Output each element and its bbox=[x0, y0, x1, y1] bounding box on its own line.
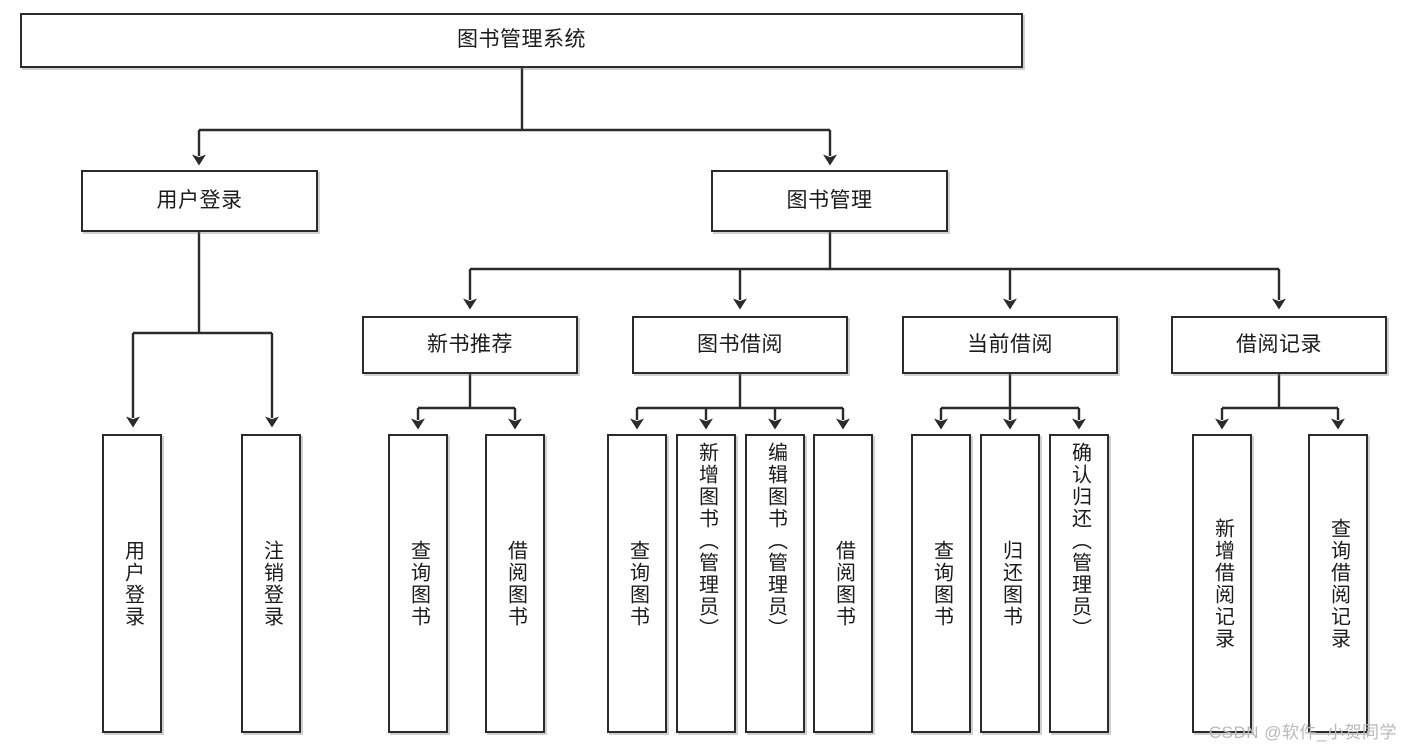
node-label: 注销登录 bbox=[260, 539, 283, 628]
node-leaf-user-login[interactable]: 用户登录 bbox=[102, 434, 162, 733]
node-borrow-record[interactable]: 借阅记录 bbox=[1171, 316, 1387, 374]
node-book-management[interactable]: 图书管理 bbox=[711, 170, 948, 232]
node-label: 借阅记录 bbox=[1236, 332, 1322, 356]
node-label: 查询图书 bbox=[626, 539, 649, 628]
node-label: 新书推荐 bbox=[427, 332, 513, 356]
node-leaf-query-book-1[interactable]: 查询图书 bbox=[388, 434, 448, 733]
node-leaf-add-record[interactable]: 新增借阅记录 bbox=[1192, 434, 1252, 733]
node-label: 图书管理系统 bbox=[457, 28, 586, 52]
node-label: 当前借阅 bbox=[967, 332, 1053, 356]
node-current-borrow[interactable]: 当前借阅 bbox=[902, 316, 1118, 374]
node-new-book-recommend[interactable]: 新书推荐 bbox=[362, 316, 578, 374]
node-leaf-query-record[interactable]: 查询借阅记录 bbox=[1308, 434, 1368, 733]
node-leaf-edit-book[interactable]: 编辑图书（管理员） bbox=[745, 434, 805, 733]
node-leaf-query-book-3[interactable]: 查询图书 bbox=[911, 434, 971, 733]
node-label: 确认归还（管理员） bbox=[1068, 442, 1091, 640]
node-label: 查询图书 bbox=[930, 539, 953, 628]
node-leaf-borrow-book-1[interactable]: 借阅图书 bbox=[485, 434, 545, 733]
node-label: 图书管理 bbox=[786, 188, 873, 212]
node-label: 新增借阅记录 bbox=[1211, 517, 1234, 650]
node-leaf-confirm-return[interactable]: 确认归还（管理员） bbox=[1049, 434, 1109, 733]
node-book-borrow[interactable]: 图书借阅 bbox=[632, 316, 848, 374]
node-label: 新增图书（管理员） bbox=[695, 442, 718, 640]
node-user-login[interactable]: 用户登录 bbox=[81, 170, 318, 232]
node-leaf-user-logout[interactable]: 注销登录 bbox=[241, 434, 301, 733]
node-label: 借阅图书 bbox=[832, 539, 855, 628]
node-leaf-borrow-book-2[interactable]: 借阅图书 bbox=[813, 434, 873, 733]
node-label: 图书借阅 bbox=[697, 332, 783, 356]
node-label: 查询图书 bbox=[407, 539, 430, 628]
node-label: 用户登录 bbox=[156, 188, 243, 212]
node-root-system[interactable]: 图书管理系统 bbox=[20, 13, 1023, 68]
node-leaf-query-book-2[interactable]: 查询图书 bbox=[607, 434, 667, 733]
node-leaf-add-book[interactable]: 新增图书（管理员） bbox=[676, 434, 736, 733]
node-label: 查询借阅记录 bbox=[1327, 517, 1350, 650]
node-label: 归还图书 bbox=[999, 539, 1022, 628]
watermark-text: CSDN @软件_小贺同学 bbox=[1208, 723, 1397, 742]
node-label: 用户登录 bbox=[121, 539, 144, 628]
node-label: 借阅图书 bbox=[504, 539, 527, 628]
node-label: 编辑图书（管理员） bbox=[764, 442, 787, 640]
node-leaf-return-book[interactable]: 归还图书 bbox=[980, 434, 1040, 733]
